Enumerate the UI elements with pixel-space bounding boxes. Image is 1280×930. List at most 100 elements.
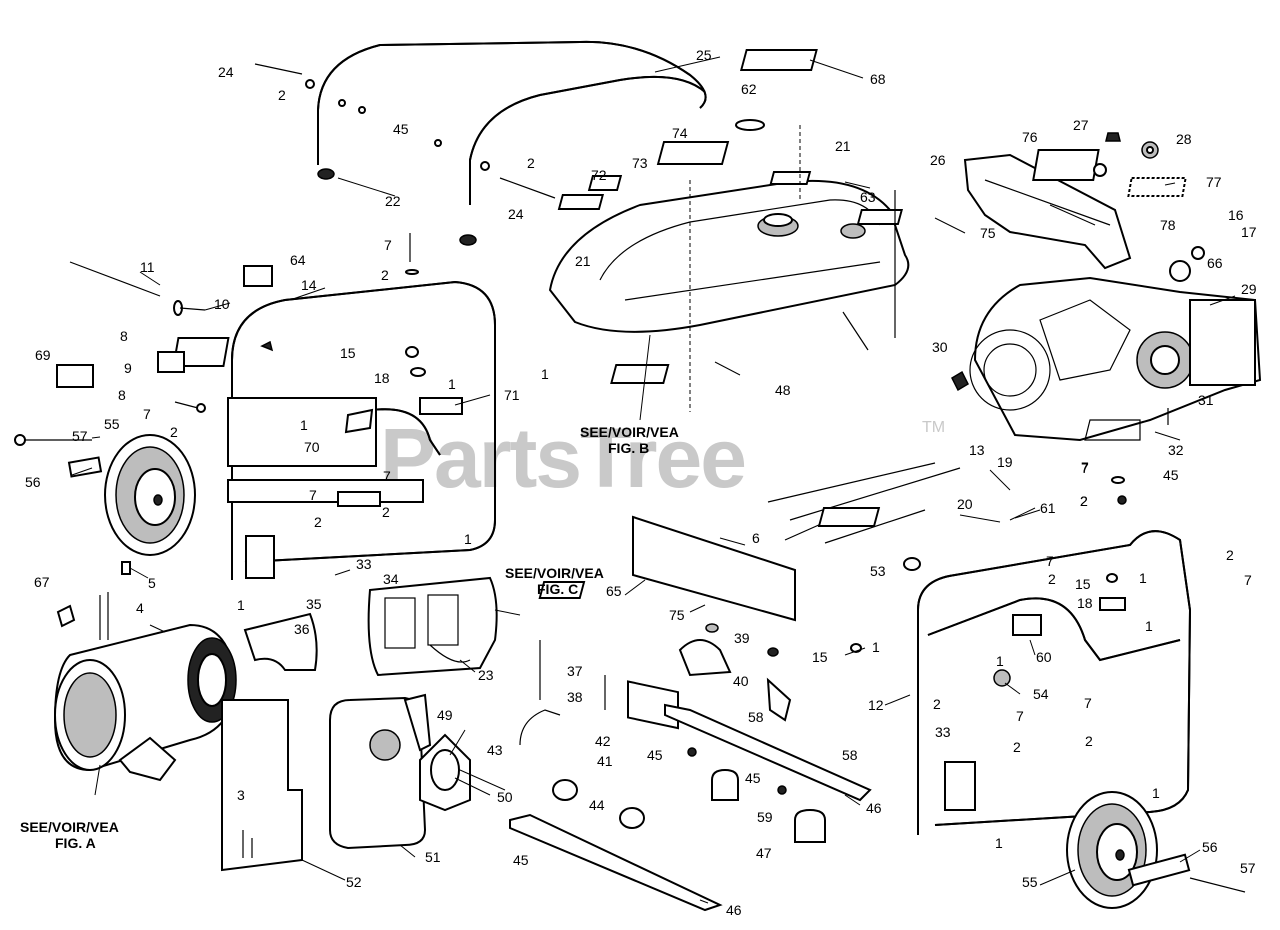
callout-66: 66 — [1207, 255, 1223, 271]
callout-39: 39 — [734, 630, 750, 646]
callout-57: 57 — [72, 428, 88, 444]
alternator — [53, 592, 318, 782]
callout-20: 20 — [957, 496, 973, 512]
callout-33: 33 — [356, 556, 372, 572]
callout-2: 2 — [1080, 493, 1088, 509]
callout-65: 65 — [606, 583, 622, 599]
callout-7: 7 — [309, 487, 317, 503]
callout-46: 46 — [726, 902, 742, 918]
control-panel — [963, 132, 1205, 282]
callout-2: 2 — [382, 504, 390, 520]
right-wheel — [1066, 791, 1246, 909]
callout-75: 75 — [980, 225, 996, 241]
callout-28: 28 — [1176, 131, 1192, 147]
callout-2: 2 — [1085, 733, 1093, 749]
callout-8: 8 — [118, 387, 126, 403]
callout-67: 67 — [34, 574, 50, 590]
callout-2: 2 — [1080, 493, 1088, 509]
callout-42: 42 — [595, 733, 611, 749]
callout-74: 74 — [672, 125, 688, 141]
callout-56: 56 — [25, 474, 41, 490]
fig-b-line1: SEE/VOIR/VEA — [580, 424, 679, 440]
callout-78: 78 — [1160, 217, 1176, 233]
callout-77: 77 — [1206, 174, 1222, 190]
callout-40: 40 — [733, 673, 749, 689]
fig-a-line1: SEE/VOIR/VEA — [20, 819, 119, 835]
callout-2: 2 — [527, 155, 535, 171]
engine — [951, 276, 1262, 505]
callout-2: 2 — [1013, 739, 1021, 755]
callout-47: 47 — [756, 845, 772, 861]
callout-7: 7 — [384, 237, 392, 253]
callout-2: 2 — [381, 267, 389, 283]
callout-30: 30 — [932, 339, 948, 355]
callout-62: 62 — [741, 81, 757, 97]
callout-13: 13 — [969, 442, 985, 458]
fig-b-line2: FIG. B — [608, 440, 649, 456]
callout-58: 58 — [748, 709, 764, 725]
callout-15: 15 — [1075, 576, 1091, 592]
callout-1: 1 — [1152, 785, 1160, 801]
callout-24: 24 — [218, 64, 234, 80]
callout-55: 55 — [1022, 874, 1038, 890]
callout-45: 45 — [745, 770, 761, 786]
callout-58: 58 — [842, 747, 858, 763]
callout-5: 5 — [148, 575, 156, 591]
watermark-text: PartsTree — [380, 411, 745, 505]
callout-7: 7 — [1244, 572, 1252, 588]
right-frame — [817, 507, 1192, 835]
callout-24: 24 — [508, 206, 524, 222]
callout-27: 27 — [1073, 117, 1089, 133]
callout-54: 54 — [1033, 686, 1049, 702]
callout-14: 14 — [301, 277, 317, 293]
callout-1: 1 — [1145, 618, 1153, 634]
callout-72: 72 — [591, 167, 607, 183]
callout-4: 4 — [136, 600, 144, 616]
callout-29: 29 — [1241, 281, 1257, 297]
callout-55: 55 — [104, 416, 120, 432]
callout-59: 59 — [757, 809, 773, 825]
callout-18: 18 — [374, 370, 390, 386]
callout-57: 57 — [1240, 860, 1256, 876]
callout-50: 50 — [497, 789, 513, 805]
callout-44: 44 — [589, 797, 605, 813]
callout-60: 60 — [1036, 649, 1052, 665]
callout-73: 73 — [632, 155, 648, 171]
callout-49: 49 — [437, 707, 453, 723]
callout-7: 7 — [1046, 553, 1054, 569]
callout-7: 7 — [1084, 695, 1092, 711]
callout-19: 19 — [997, 454, 1013, 470]
callout-33: 33 — [935, 724, 951, 740]
wires — [519, 462, 961, 746]
callout-1: 1 — [1139, 570, 1147, 586]
callout-45: 45 — [1163, 467, 1179, 483]
callout-7: 7 — [1016, 708, 1024, 724]
left-hardware — [14, 233, 426, 575]
callout-18: 18 — [1077, 595, 1093, 611]
callout-7: 7 — [1081, 460, 1089, 476]
callout-labels: 24 2 25 45 22 2 24 62 68 74 73 72 21 63 … — [25, 47, 1257, 918]
callout-8: 8 — [120, 328, 128, 344]
callout-45: 45 — [647, 747, 663, 763]
leader-lines — [71, 56, 1236, 904]
fig-c-line1: SEE/VOIR/VEA — [505, 565, 604, 581]
callout-15: 15 — [340, 345, 356, 361]
callout-23: 23 — [478, 667, 494, 683]
callout-41: 41 — [597, 753, 613, 769]
left-wheel — [104, 434, 196, 556]
callout-53: 53 — [870, 563, 886, 579]
callout-2: 2 — [1048, 571, 1056, 587]
callout-46: 46 — [866, 800, 882, 816]
callout-7: 7 — [383, 468, 391, 484]
callout-12: 12 — [868, 697, 884, 713]
callout-9: 9 — [124, 360, 132, 376]
callout-52: 52 — [346, 874, 362, 890]
callout-11: 11 — [140, 259, 155, 275]
callout-43: 43 — [487, 742, 503, 758]
callout-1: 1 — [300, 417, 308, 433]
callout-61: 61 — [1040, 500, 1056, 516]
callout-34: 34 — [383, 571, 399, 587]
fuel-tank — [548, 49, 910, 412]
panel-bracket — [538, 515, 796, 730]
